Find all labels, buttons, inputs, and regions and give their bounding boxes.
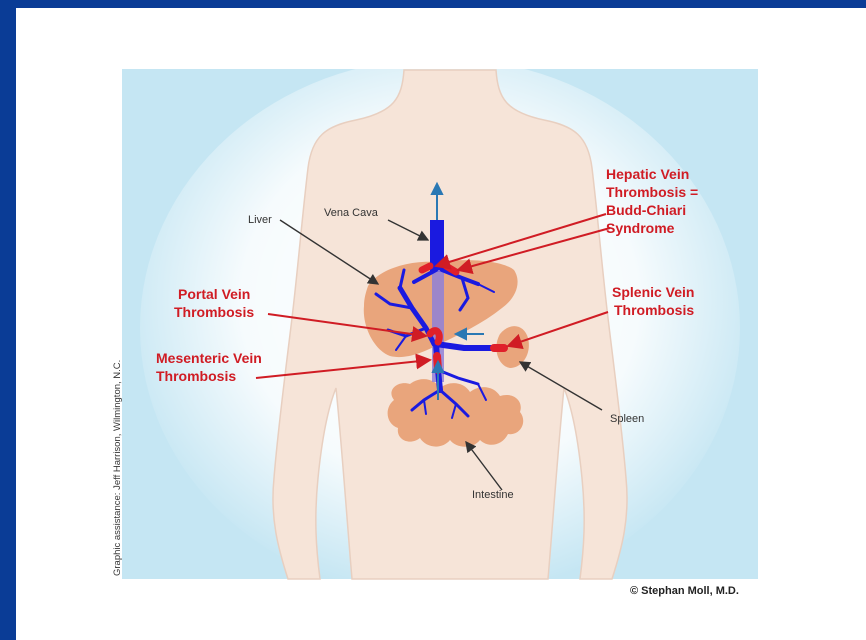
- hepatic-line-4: Syndrome: [606, 220, 675, 236]
- portal-line-1: Portal Vein: [178, 286, 250, 302]
- vena-cava-label: Vena Cava: [324, 207, 379, 219]
- portal-line-2: Thrombosis: [174, 304, 254, 320]
- hepatic-line-1: Hepatic Vein: [606, 166, 689, 182]
- liver-label: Liver: [248, 214, 272, 226]
- hepatic-line-2: Thrombosis =: [606, 184, 698, 200]
- mesenteric-line-2: Thrombosis: [156, 368, 236, 384]
- splenic-line-2: Thrombosis: [614, 302, 694, 318]
- copyright-credit: © Stephan Moll, M.D.: [630, 585, 739, 597]
- hepatic-line-3: Budd-Chiari: [606, 202, 686, 218]
- intestine-label: Intestine: [472, 489, 514, 501]
- splenic-line-1: Splenic Vein: [612, 284, 694, 300]
- slide: Liver Vena Cava Hepatic Vein Thrombosis …: [16, 8, 866, 640]
- graphic-credit-vertical: Graphic assistance: Jeff Harrison, Wilmi…: [112, 360, 123, 576]
- spleen-label: Spleen: [610, 413, 644, 425]
- mesenteric-line-1: Mesenteric Vein: [156, 350, 262, 366]
- anatomy-diagram: Liver Vena Cava Hepatic Vein Thrombosis …: [16, 8, 866, 640]
